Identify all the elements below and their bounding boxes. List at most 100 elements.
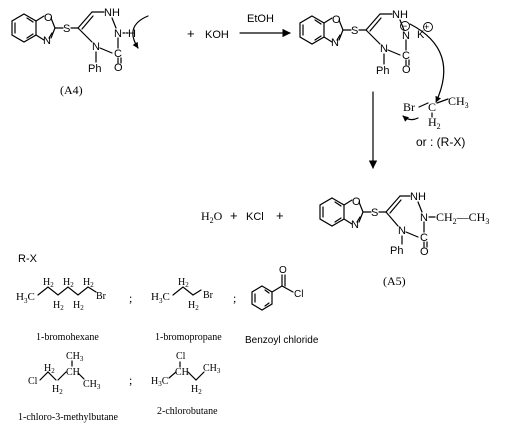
atom-n2: N <box>402 30 410 42</box>
compound-a4: O N S NH N H C O N Ph (A4) <box>11 7 149 97</box>
atom-k: K <box>417 29 425 41</box>
atom-br: Br <box>203 290 214 301</box>
atom-o: O <box>44 12 53 24</box>
atom-o2: O <box>420 246 429 258</box>
atom-s: S <box>371 207 378 219</box>
atom-br: Br <box>403 100 415 114</box>
name-bromopropane: 1-bromopropane <box>155 332 222 343</box>
atom-cl: Cl <box>294 289 303 300</box>
h2-label: H2 <box>73 300 84 312</box>
atom-n4: N <box>398 225 406 237</box>
atom-ph: Ph <box>390 245 403 257</box>
atom-s: S <box>63 23 70 35</box>
group-ch3: CH3 <box>448 94 469 110</box>
chlorobutane: Cl H3C CH H2 CH3 2-chlorobutane <box>151 351 221 417</box>
h2-label: H2 <box>44 363 55 375</box>
separator: ; <box>129 373 132 387</box>
negative-charge-circle <box>400 21 410 31</box>
chloromethylbutane: Cl H2 H2 CH CH3 CH3 1-chloro-3-methylbut… <box>18 351 119 423</box>
atom-s: S <box>351 25 358 37</box>
group-ch3: CH3 <box>203 363 221 375</box>
negative-charge: − <box>402 21 407 31</box>
atom-cl: Cl <box>176 351 186 362</box>
benzene-ring <box>11 13 37 43</box>
name-chloromethylbutane: 1-chloro-3-methylbutane <box>18 412 119 423</box>
carbon-chain <box>39 371 57 381</box>
atom-br: Br <box>96 291 107 302</box>
curved-arrow <box>132 15 149 49</box>
name-chlorobutane: 2-chlorobutane <box>157 406 218 417</box>
atom-c: C <box>428 100 436 114</box>
water: H2O <box>201 209 223 225</box>
reagent-koh: KOH <box>205 29 229 41</box>
name-benzoyl-chloride: Benzoyl chloride <box>245 335 319 346</box>
atom-n4: N <box>92 41 100 53</box>
atom-ph: Ph <box>376 65 389 77</box>
intermediate-anion: O N S NH N − K + C O N Ph <box>299 9 445 103</box>
atom-o2: O <box>402 64 411 76</box>
atom-n: N <box>351 219 359 231</box>
separator: ; <box>129 291 132 305</box>
h2-label: H2 <box>191 384 202 396</box>
byproducts: H2O + KCl + <box>201 208 284 225</box>
positive-charge-circle <box>423 22 433 32</box>
group-ch3-top: CH3 <box>66 351 84 363</box>
atom-nh: NH <box>410 191 426 203</box>
atom-o2: O <box>114 62 123 74</box>
separator: ; <box>233 291 236 305</box>
plus-sign-b: + <box>276 208 284 223</box>
group-ch: CH <box>66 367 80 378</box>
atom-o: O <box>332 14 341 26</box>
conditions-etoh: EtOH <box>247 13 274 25</box>
atom-cl: Cl <box>28 376 38 387</box>
bromohexane: H3C H2 H2 H2 H2 H2 Br 1-bromohexane <box>16 277 107 343</box>
label-a4: (A4) <box>60 83 83 97</box>
group-h3c: H3C <box>151 376 169 388</box>
h2-label: H2 <box>53 300 64 312</box>
group-h2: H2 <box>428 115 441 131</box>
group-h3c: H3C <box>16 291 35 305</box>
carbon-chain <box>187 371 205 381</box>
leaving-group-arrow <box>402 115 419 122</box>
h2-label: H2 <box>178 277 189 289</box>
atom-c: C <box>114 48 122 60</box>
atom-n4: N <box>380 43 388 55</box>
h2-label: H2 <box>63 277 74 289</box>
atom-n: N <box>43 35 51 47</box>
group-ethyl: CH2—CH3 <box>436 210 489 226</box>
plus-sign-a: + <box>230 208 238 223</box>
atom-o: O <box>279 265 287 276</box>
carbon-chain <box>172 286 202 296</box>
atom-n2: N <box>114 28 122 40</box>
atom-nh: NH <box>392 9 408 21</box>
bromopropane: H3C H2 H2 Br 1-bromopropane <box>151 277 222 343</box>
plus-sign: + <box>187 26 195 41</box>
group-ch3-right: CH3 <box>83 379 101 391</box>
compound-a5: O N S NH N CH2—CH3 C O N Ph (A5) <box>319 191 489 288</box>
or-rx-text: or : (R-X) <box>416 135 465 149</box>
h2-label: H2 <box>43 277 54 289</box>
atom-h: H <box>128 28 136 40</box>
attack-arrow <box>409 23 445 103</box>
h2-label: H2 <box>83 277 94 289</box>
atom-o: O <box>352 196 361 208</box>
h2-label: H2 <box>52 384 63 396</box>
atom-c: C <box>420 232 428 244</box>
atom-c: C <box>402 50 410 62</box>
atom-n2: N <box>420 212 428 224</box>
atom-nh: NH <box>104 7 120 19</box>
carbon-chain <box>37 286 97 296</box>
positive-charge: + <box>424 22 429 32</box>
group-ch: CH <box>175 367 189 378</box>
ethyl-bromide: Br C CH3 H2 or : (R-X) <box>402 94 469 149</box>
benzoyl-chloride: O Cl Benzoyl chloride <box>245 265 319 346</box>
reaction-arrow-1: EtOH <box>239 13 291 38</box>
name-bromohexane: 1-bromohexane <box>36 332 99 343</box>
h2-label: H2 <box>188 300 199 312</box>
group-h3c: H3C <box>151 291 170 305</box>
kcl: KCl <box>246 211 264 223</box>
atom-ph: Ph <box>88 63 101 75</box>
atom-n: N <box>331 37 339 49</box>
label-a5: (A5) <box>383 274 406 288</box>
